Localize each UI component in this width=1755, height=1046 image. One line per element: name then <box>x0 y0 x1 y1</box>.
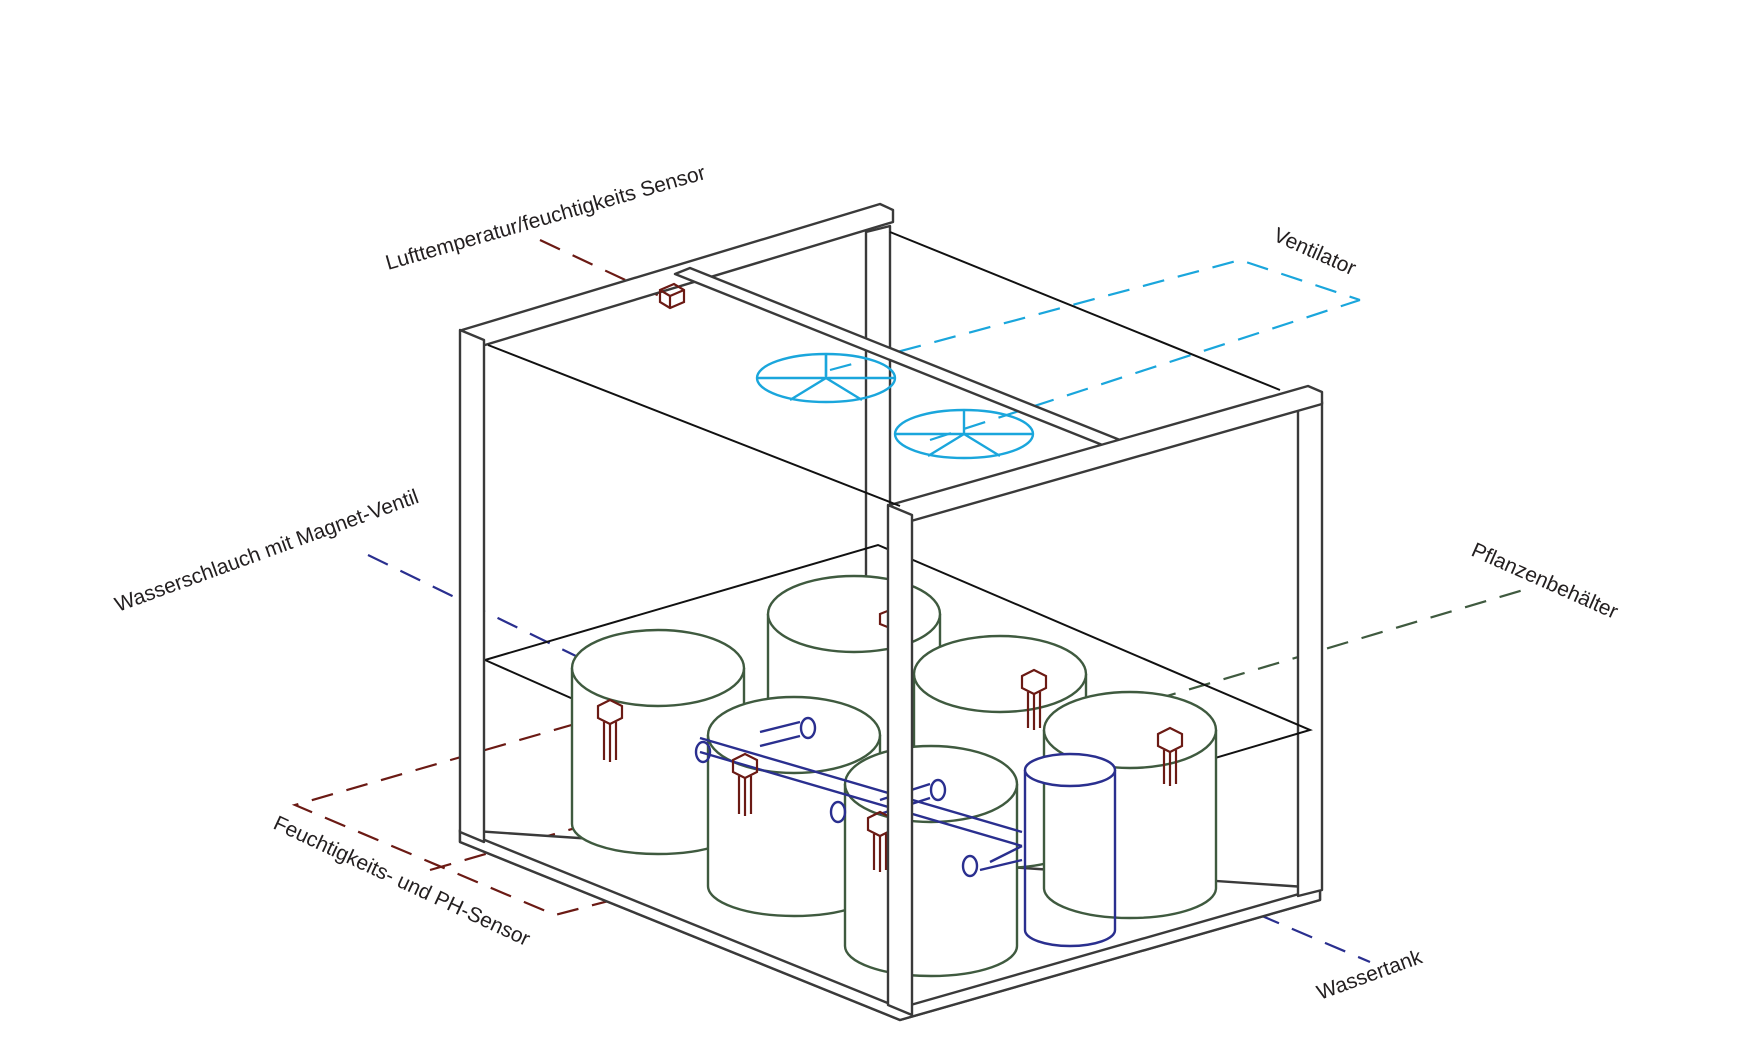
fan-right <box>893 408 1035 460</box>
soil-sensor <box>1156 726 1184 786</box>
plant-container <box>1042 690 1218 920</box>
label-plant-container: Pflanzenbehälter <box>1468 539 1621 624</box>
plant-container <box>570 628 746 856</box>
leader-fan <box>829 258 1361 442</box>
soil-sensor <box>1020 668 1048 730</box>
label-water-hose: Wasserschlauch mit Magnet-Ventil <box>112 485 422 617</box>
top-frame <box>460 202 1324 525</box>
leader-plant-container <box>1119 586 1531 712</box>
water-hose <box>694 716 1023 878</box>
water-tank <box>1023 752 1117 948</box>
label-air-sensor: Lufttemperatur/feuchtigkeits Sensor <box>383 161 708 274</box>
ceiling-lines <box>487 231 1281 507</box>
label-water-tank: Wassertank <box>1314 945 1426 1004</box>
air-sensor <box>658 282 686 310</box>
front-posts <box>458 328 914 1017</box>
fan-left <box>755 352 897 404</box>
soil-sensor <box>731 752 759 816</box>
soil-sensor <box>596 698 624 762</box>
label-fan: Ventilator <box>1270 224 1359 281</box>
